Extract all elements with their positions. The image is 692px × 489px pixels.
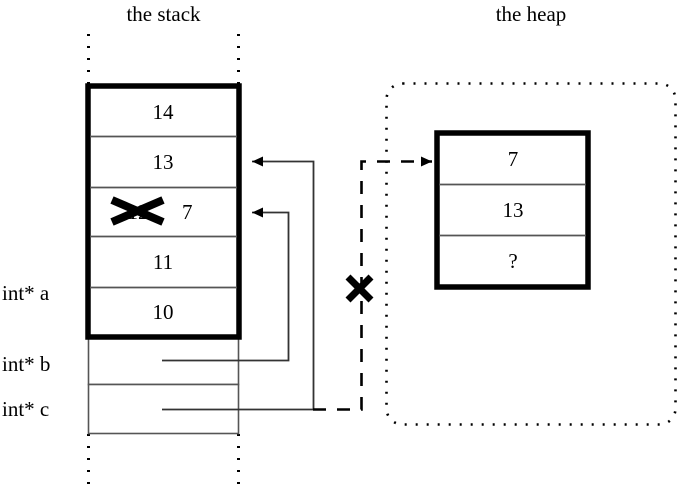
stack-cell-value-2-new: 7	[182, 200, 193, 224]
pointer-c-dangling-connector	[313, 156, 432, 411]
pointer-b-connector	[162, 207, 290, 362]
pointer-a-connector	[162, 156, 315, 411]
stack-cell-value-2-old: 12	[127, 200, 149, 224]
pointer-label-b: int* b	[2, 352, 51, 376]
heap-cell-value-1: 13	[502, 198, 524, 222]
stack-cell-value-1: 13	[152, 150, 174, 174]
stack-block	[85, 83, 242, 340]
struck-value-cross-icon	[110, 196, 165, 226]
dangling-link-cross-icon	[345, 274, 374, 303]
heap-cell-value-2: ?	[508, 249, 518, 273]
stack-cell-value-3: 11	[152, 250, 174, 274]
stack-cell-value-0: 14	[152, 100, 174, 124]
heap-block	[434, 130, 591, 290]
heap-title: the heap	[495, 2, 567, 26]
pointer-label-c: int* c	[2, 397, 50, 421]
stack-cell-value-4: 10	[152, 300, 174, 324]
stack-title: the stack	[126, 2, 201, 26]
pointer-label-a: int* a	[2, 281, 50, 305]
heap-cell-value-0: 7	[507, 147, 519, 171]
